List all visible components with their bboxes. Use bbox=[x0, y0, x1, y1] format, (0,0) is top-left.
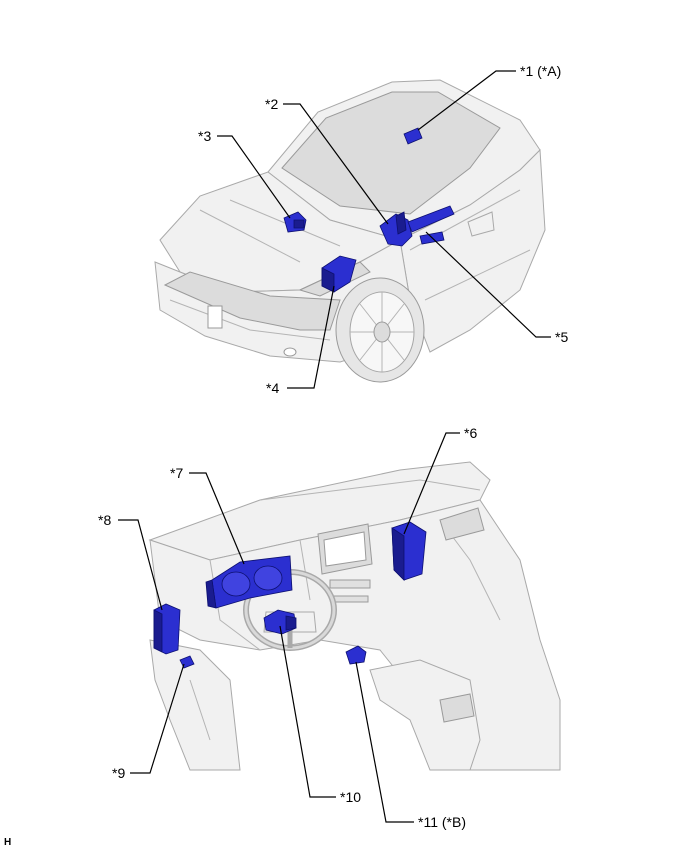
part-spiral-cable bbox=[263, 609, 297, 635]
callout-7: *7 bbox=[170, 465, 183, 481]
part-ecu-right bbox=[391, 521, 427, 581]
instrument-panel-illustration bbox=[148, 461, 561, 771]
part-ecu-left bbox=[153, 603, 181, 655]
part-rain-sensor bbox=[403, 127, 423, 145]
part-horn-unit bbox=[283, 211, 307, 233]
callout-6: *6 bbox=[464, 425, 477, 441]
callout-8: *8 bbox=[98, 512, 111, 528]
bottom-leader-lines bbox=[118, 432, 460, 823]
part-connector-console bbox=[345, 645, 367, 665]
callout-9: *9 bbox=[112, 765, 125, 781]
callout-3: *3 bbox=[198, 128, 211, 144]
callout-1: *1 (*A) bbox=[520, 63, 561, 79]
callout-10: *10 bbox=[340, 789, 361, 805]
callout-2: *2 bbox=[265, 96, 278, 112]
callout-5: *5 bbox=[555, 329, 568, 345]
figure-code: H bbox=[4, 837, 12, 848]
part-combination-meter bbox=[205, 555, 293, 609]
part-ecm-engine-compartment bbox=[321, 255, 357, 293]
vehicle-exterior-illustration bbox=[154, 79, 546, 383]
callout-11: *11 (*B) bbox=[418, 814, 466, 830]
callout-4: *4 bbox=[266, 380, 279, 396]
top-leader-lines bbox=[217, 70, 551, 389]
